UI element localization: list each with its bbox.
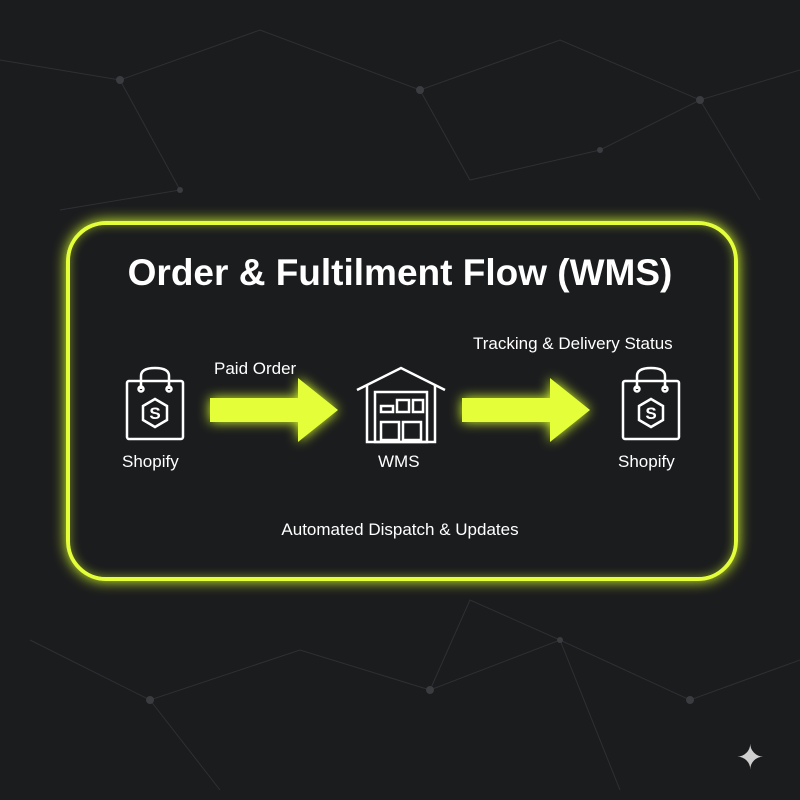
shopping-bag-icon: S bbox=[125, 366, 185, 441]
node-label-shopify-target: Shopify bbox=[618, 452, 675, 471]
sparkle-icon: ✦ bbox=[736, 739, 765, 777]
edge-label-tracking: Tracking & Delivery Status bbox=[473, 334, 673, 353]
edge-label-paid-order: Paid Order bbox=[214, 359, 297, 378]
shopping-bag-icon: S bbox=[621, 366, 681, 441]
footer-caption: Automated Dispatch & Updates bbox=[281, 520, 519, 539]
node-label-shopify-source: Shopify bbox=[122, 452, 179, 471]
node-label-wms: WMS bbox=[378, 452, 420, 471]
svg-text:S: S bbox=[149, 404, 160, 423]
warehouse-icon bbox=[356, 366, 446, 444]
svg-text:S: S bbox=[645, 404, 656, 423]
arrow-paid-order bbox=[210, 378, 338, 442]
diagram-title: Order & Fultilment Flow (WMS) bbox=[127, 252, 673, 293]
flow-frame bbox=[66, 221, 738, 581]
arrow-tracking bbox=[462, 378, 590, 442]
